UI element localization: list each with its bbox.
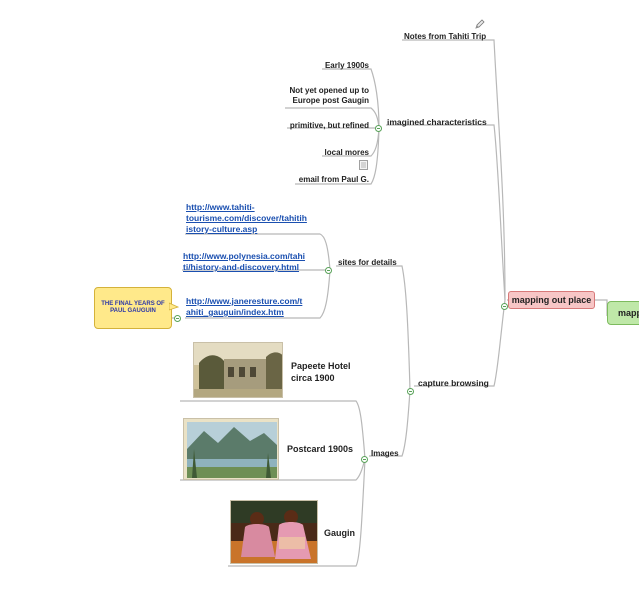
postcard-1900s-photo[interactable]	[183, 418, 279, 480]
collapse-toggle-icon[interactable]	[325, 267, 332, 274]
gaugin-painting-image	[231, 501, 317, 563]
link-tahiti-tourisme[interactable]: http://www.tahiti- tourisme.com/discover…	[186, 202, 307, 234]
postcard-landscape-image	[184, 419, 278, 479]
central-node[interactable]: mapping out place	[508, 291, 595, 309]
notes-branch-label[interactable]: Notes from Tahiti Trip	[404, 32, 487, 41]
link-janeresture[interactable]: http://www.janeresture.com/t ahiti_gaugu…	[186, 296, 303, 317]
capture-browsing-label[interactable]: capture browsing	[418, 378, 489, 388]
child-email-paul[interactable]: email from Paul G.	[298, 175, 369, 184]
connector-gaugin	[228, 458, 366, 567]
papeete-hotel-label[interactable]: Papeete Hotel circa 1900	[291, 361, 351, 383]
connector-link3	[185, 269, 331, 319]
collapse-toggle-icon[interactable]	[361, 456, 368, 463]
root-node[interactable]: mapp	[607, 301, 639, 325]
child-primitive-refined[interactable]: primitive, but refined	[289, 121, 369, 130]
callout-text: THE FINAL YEARS OF PAUL GAUGUIN	[101, 301, 165, 314]
pencil-note-icon	[475, 19, 485, 29]
gaugin-label[interactable]: Gaugin	[324, 528, 355, 538]
child-early-1900s[interactable]: Early 1900s	[324, 61, 369, 70]
connector-imagined	[386, 124, 506, 301]
connector-sites	[336, 265, 411, 391]
child-not-yet-opened[interactable]: Not yet opened up to Europe post Gaugin	[289, 86, 369, 105]
postcard-1900s-label[interactable]: Postcard 1900s	[287, 444, 354, 454]
connector-capture	[414, 299, 506, 387]
collapse-toggle-icon[interactable]	[501, 303, 508, 310]
imagined-characteristics-label[interactable]: imagined characteristics	[387, 117, 487, 127]
email-attachment-icon	[359, 160, 368, 170]
sites-for-details-label[interactable]: sites for details	[338, 258, 397, 267]
callout-pointer	[169, 302, 179, 311]
link-polynesia[interactable]: http://www.polynesia.com/tahi ti/history…	[183, 251, 306, 272]
connector-papeete	[180, 400, 366, 460]
child-local-mores[interactable]: local mores	[324, 148, 369, 157]
connector-email	[295, 127, 380, 185]
gaugin-painting-photo[interactable]	[230, 500, 318, 564]
collapse-toggle-icon[interactable]	[174, 315, 181, 322]
gauguin-callout-note: THE FINAL YEARS OF PAUL GAUGUIN	[94, 287, 172, 329]
papeete-hotel-image	[194, 343, 282, 397]
collapse-toggle-icon[interactable]	[407, 388, 414, 395]
connector-images	[369, 389, 411, 457]
collapse-toggle-icon[interactable]	[375, 125, 382, 132]
root-node-label: mapp	[618, 308, 639, 318]
papeete-hotel-photo[interactable]	[193, 342, 283, 398]
central-node-label: mapping out place	[511, 295, 592, 305]
connector-link1	[185, 233, 331, 271]
connector-notes	[402, 39, 506, 301]
images-branch-label[interactable]: Images	[371, 449, 399, 458]
connector-early	[322, 68, 380, 129]
